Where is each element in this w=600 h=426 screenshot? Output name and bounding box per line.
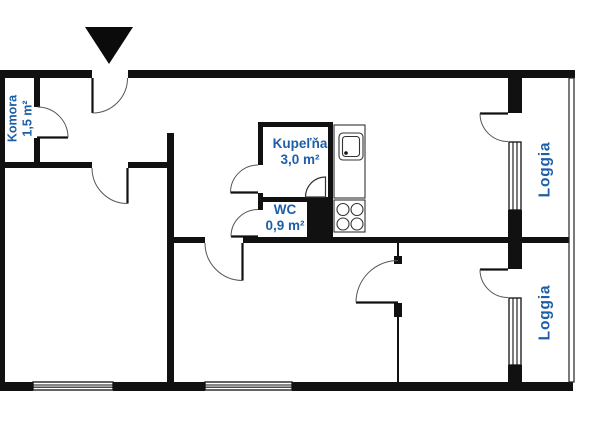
- loggia-railing: [568, 77, 575, 383]
- window-living-room: [32, 381, 114, 391]
- room-name: WC: [273, 202, 297, 217]
- komora-door: [37, 106, 69, 139]
- rear-room-door: [355, 260, 399, 304]
- room-label-loggia-upper: Loggia: [537, 130, 556, 210]
- room-name: Loggia: [536, 141, 554, 198]
- loggia-lower-door: [479, 268, 509, 298]
- sink-icon: [338, 132, 364, 161]
- room-label-kupelna: Kupeľňa 3,0 m²: [254, 136, 346, 168]
- wc-door: [230, 209, 259, 238]
- loggia-upper-door: [479, 112, 509, 142]
- room-name: Kupeľňa: [272, 136, 328, 151]
- room-name: Loggia: [536, 284, 554, 341]
- entrance-arrow-icon: [85, 27, 133, 64]
- stove-icon: [333, 199, 366, 233]
- interior-walls: [0, 78, 573, 391]
- kitchen-counter: [333, 124, 366, 199]
- room-label-wc: WC 0,9 m²: [245, 202, 325, 234]
- corner-basin-icon: [304, 176, 327, 198]
- room-name: Komora: [5, 94, 20, 143]
- window-loggia-lower: [508, 297, 522, 366]
- outer-walls: [0, 70, 575, 391]
- window-bedroom: [204, 381, 293, 391]
- window-loggia-upper: [508, 141, 522, 211]
- room-area: 1,5 m²: [20, 100, 35, 137]
- entrance-door: [91, 77, 128, 114]
- room-area: 0,9 m²: [265, 217, 305, 233]
- bathroom-door: [230, 164, 259, 194]
- room-area: 3,0 m²: [280, 151, 320, 167]
- room-label-loggia-lower: Loggia: [537, 273, 556, 353]
- bedroom-door: [204, 242, 244, 281]
- living-room-door: [91, 167, 129, 204]
- room-label-komora: Komora 1,5 m²: [5, 74, 35, 164]
